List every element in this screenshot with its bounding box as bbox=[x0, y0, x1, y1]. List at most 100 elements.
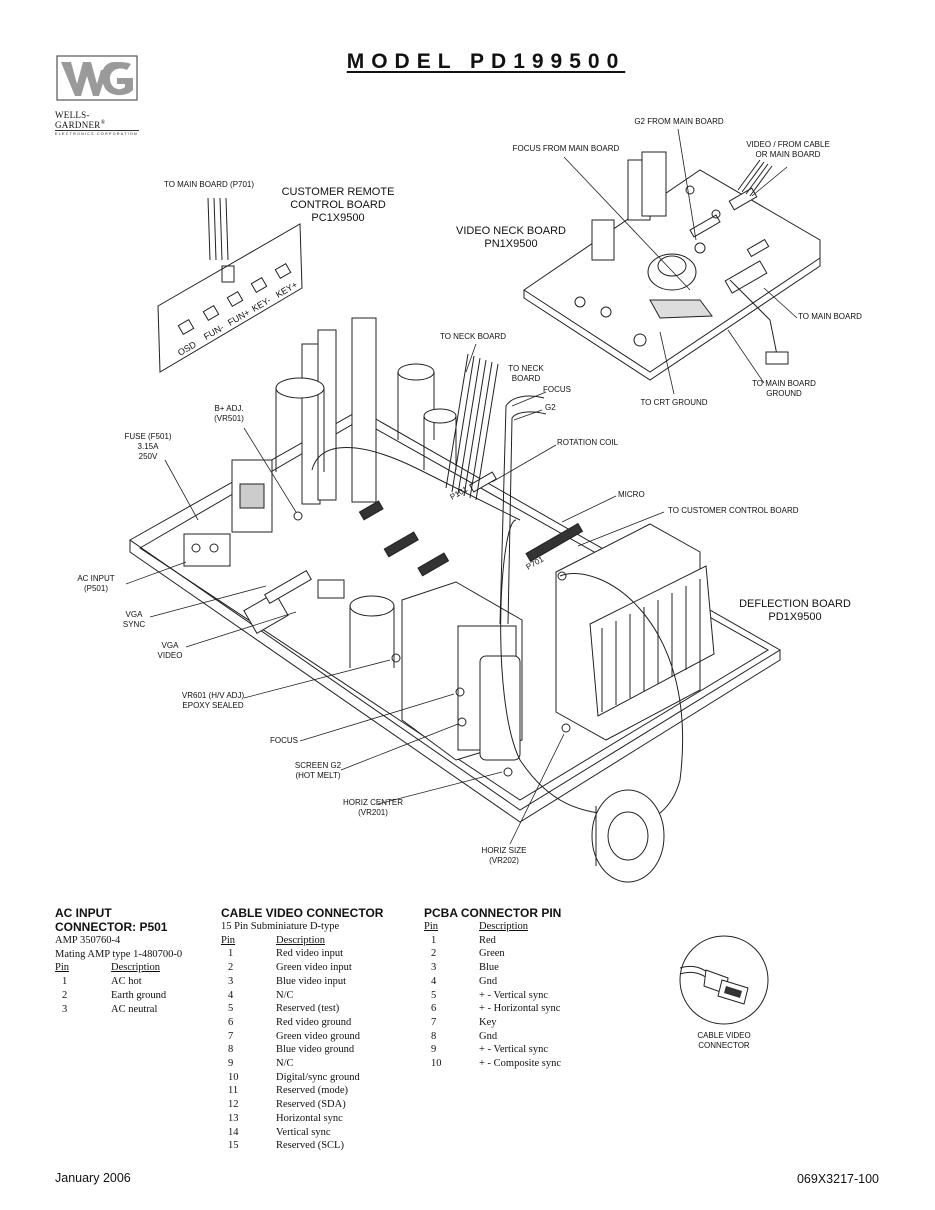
pin-description: Horizontal sync bbox=[276, 1112, 343, 1124]
callout-vga-video: VGA VIDEO bbox=[150, 641, 190, 661]
callout-horiz-size: HORIZ SIZE (VR202) bbox=[476, 846, 532, 866]
pin-number: 14 bbox=[228, 1126, 239, 1138]
table-row: 8 Gnd bbox=[424, 1030, 561, 1044]
deflection-line2: PD1X9500 bbox=[768, 611, 822, 623]
callout-to-neck-board: TO NECK BOARD bbox=[439, 332, 507, 341]
callout-horiz-center: HORIZ CENTER (VR201) bbox=[336, 798, 410, 818]
pin-number: 13 bbox=[228, 1112, 239, 1124]
pin-number: 2 bbox=[62, 989, 68, 1001]
customer-remote-line2: CONTROL BOARD bbox=[290, 199, 386, 211]
customer-remote-board-title: CUSTOMER REMOTE CONTROL BOARD PC1X9500 bbox=[272, 186, 404, 225]
pin-number: 3 bbox=[62, 1003, 68, 1015]
footer-date: January 2006 bbox=[55, 1171, 131, 1185]
callout-to-main-board-ground-2: GROUND bbox=[766, 389, 802, 398]
pin-number: 8 bbox=[431, 1030, 437, 1042]
callout-video-from-cable: VIDEO / FROM CABLE OR MAIN BOARD bbox=[734, 140, 842, 160]
callout-vga-video-1: VGA bbox=[161, 641, 179, 650]
logo-brand: WELLS-GARDNER® bbox=[55, 110, 139, 130]
customer-remote-line1: CUSTOMER REMOTE bbox=[281, 186, 395, 198]
callout-g2-from-main: G2 FROM MAIN BOARD bbox=[634, 117, 724, 126]
pin-description: Gnd bbox=[479, 1030, 498, 1042]
pin-description: Green bbox=[479, 948, 505, 960]
pin-description: AC hot bbox=[111, 976, 142, 988]
table-header-row: Pin Description bbox=[424, 920, 561, 934]
customer-remote-line3: PC1X9500 bbox=[311, 212, 365, 224]
table-row: 9+ - Vertical sync bbox=[424, 1043, 561, 1057]
pin-description: Red bbox=[479, 934, 496, 946]
callout-horiz-size-1: HORIZ SIZE bbox=[481, 846, 527, 855]
ac-input-mating: Mating AMP type 1-480700-0 bbox=[55, 948, 183, 960]
pin-number: 9 bbox=[228, 1058, 234, 1070]
pin-description: Red video ground bbox=[276, 1016, 352, 1028]
cable-video-connector-caption: CABLE VIDEO CONNECTOR bbox=[684, 1031, 764, 1051]
callout-vr601-2: EPOXY SEALED bbox=[182, 701, 244, 710]
callout-to-neck-board-2-1: TO NECK bbox=[508, 364, 544, 373]
callout-to-neck-board-2-2: BOARD bbox=[511, 374, 541, 383]
video-neck-board-drawing bbox=[523, 151, 821, 381]
pin-description: Blue bbox=[479, 962, 499, 974]
pin-number: 3 bbox=[431, 962, 437, 974]
callout-ac-input-1: AC INPUT bbox=[77, 574, 115, 583]
table-row: 3 Blue bbox=[424, 961, 561, 975]
video-neck-board-title: VIDEO NECK BOARD PN1X9500 bbox=[450, 225, 572, 251]
pin-number: 4 bbox=[228, 989, 234, 1001]
pin-description: + - Vertical sync bbox=[479, 989, 548, 1001]
wells-gardner-logo: WELLS-GARDNER® ELECTRONICS CORPORATION bbox=[55, 54, 139, 136]
pin-number: 10 bbox=[228, 1071, 239, 1083]
callout-to-main-board: TO MAIN BOARD bbox=[798, 312, 862, 321]
callout-fuse-2: 3.15A bbox=[137, 442, 159, 451]
cable-video-caption-2: CONNECTOR bbox=[698, 1041, 750, 1050]
table-row: 3 Blue video input bbox=[221, 975, 360, 989]
callout-video-from-cable-1: VIDEO / FROM CABLE bbox=[746, 140, 830, 149]
callout-fuse-1: FUSE (F501) bbox=[124, 432, 172, 441]
col-pin-header: Pin bbox=[221, 934, 236, 946]
table-row: 5 + - Vertical sync bbox=[424, 989, 561, 1003]
pin-number: 7 bbox=[228, 1030, 234, 1042]
pin-description: Green video input bbox=[276, 962, 352, 974]
logo-brand-text: WELLS-GARDNER bbox=[55, 110, 101, 130]
table-row: 5 Reserved (test) bbox=[221, 1002, 360, 1016]
table-header-row: Pin Description bbox=[221, 934, 360, 948]
pin-number: 6 bbox=[228, 1016, 234, 1028]
callout-screen-g2-2: (HOT MELT) bbox=[295, 771, 341, 780]
pin-number: 5 bbox=[228, 1003, 234, 1015]
table-row: 3 AC neutral bbox=[55, 1003, 166, 1017]
chassis-diagram: OSD FUN- FUN+ KEY- KEY+ P101 P701 bbox=[125, 128, 821, 883]
callout-focus-from-main: FOCUS FROM MAIN BOARD bbox=[512, 144, 620, 153]
callout-ac-input: AC INPUT (P501) bbox=[70, 574, 122, 594]
pin-number: 3 bbox=[228, 975, 234, 987]
col-pin-header: Pin bbox=[424, 921, 439, 932]
pin-number: 5 bbox=[431, 989, 437, 1001]
pin-number: 8 bbox=[228, 1044, 234, 1056]
callout-micro: MICRO bbox=[618, 490, 645, 499]
pin-description: AC neutral bbox=[111, 1003, 158, 1015]
col-desc-header: Description bbox=[276, 934, 325, 946]
callout-b-adj-2: (VR501) bbox=[214, 414, 244, 423]
pcba-heading: PCBA CONNECTOR PIN bbox=[424, 906, 562, 920]
deflection-board-title: DEFLECTION BOARD PD1X9500 bbox=[730, 598, 860, 624]
cable-video-type: 15 Pin Subminiature D-type bbox=[221, 921, 340, 932]
table-row: 6 + - Horizontal sync bbox=[424, 1002, 561, 1016]
pin-description: + - Horizontal sync bbox=[479, 1003, 561, 1015]
pin-description: N/C bbox=[276, 1058, 294, 1070]
callout-vga-sync: VGA SYNC bbox=[114, 610, 154, 630]
pin-description: Reserved (test) bbox=[276, 1003, 340, 1015]
logo-subtitle: ELECTRONICS CORPORATION bbox=[55, 130, 139, 136]
pin-number: 4 bbox=[431, 975, 437, 987]
pin-description: Blue video input bbox=[276, 975, 346, 987]
deflection-board-drawing bbox=[129, 317, 781, 883]
pin-number: 6 bbox=[431, 1003, 437, 1015]
callout-vr601-1: VR601 (H/V ADJ) bbox=[181, 691, 245, 700]
pin-description: + - Composite sync bbox=[479, 1058, 562, 1070]
ac-input-heading-2: CONNECTOR: P501 bbox=[55, 920, 168, 934]
